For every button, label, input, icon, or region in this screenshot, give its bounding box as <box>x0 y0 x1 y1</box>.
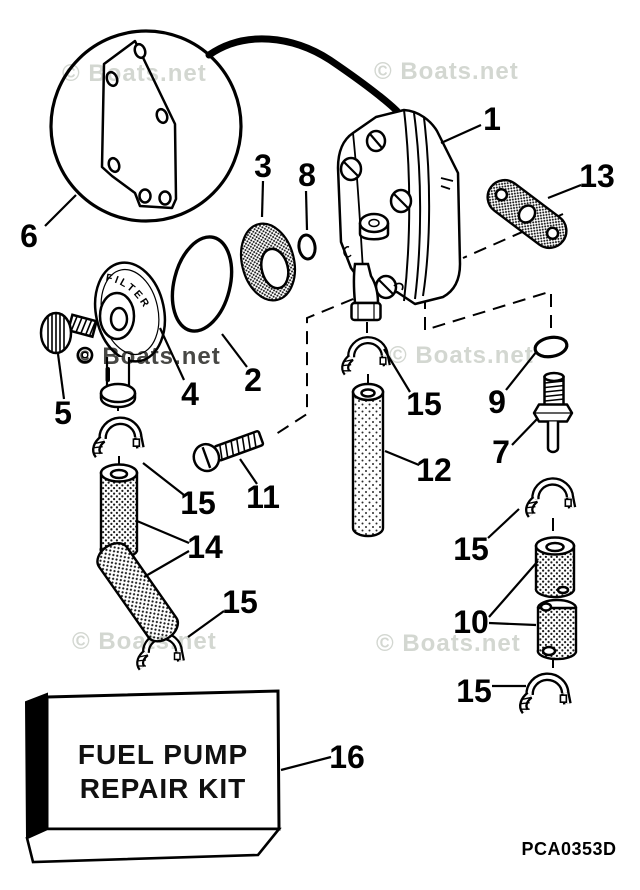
callout-6: 6 <box>20 218 38 254</box>
kit-box-line1: FUEL PUMP <box>78 739 248 770</box>
watermark-mid-left: © Boats.net <box>76 343 221 370</box>
mounting-screw-11 <box>192 430 265 473</box>
fuel-pump-assembly-1 <box>336 108 462 322</box>
watermark-top-left: © Boats.net <box>62 60 207 87</box>
mesh-hose-10-lower <box>536 598 578 661</box>
detail-balloon <box>49 29 401 223</box>
mesh-hose-14-upper <box>99 463 139 559</box>
clamp-15-a <box>93 421 141 456</box>
pump-gasket-13 <box>486 178 568 250</box>
watermark-top-right: © Boats.net <box>374 58 519 85</box>
clamp-15-c <box>526 481 572 515</box>
clamp-15-e <box>520 677 568 712</box>
balloon-circle <box>49 29 243 223</box>
callout-14: 14 <box>187 529 223 565</box>
callout-15-e: 15 <box>456 673 492 709</box>
o-ring-9 <box>533 335 569 359</box>
callout-1: 1 <box>483 101 501 137</box>
mesh-hose-10-upper <box>534 536 576 599</box>
dashed-line-gasket <box>462 213 564 259</box>
check-valve-7 <box>532 371 574 454</box>
pump-inlet-nipple <box>358 212 390 241</box>
callout-5: 5 <box>54 395 72 431</box>
clamp-15-b <box>342 340 387 373</box>
small-o-ring-8 <box>297 233 317 261</box>
pump-cover-screws <box>339 129 413 300</box>
callout-11: 11 <box>246 479 280 515</box>
dashed-line-screw-path <box>272 282 393 437</box>
cover-o-ring-2 <box>170 235 234 333</box>
callout-2: 2 <box>244 362 262 398</box>
callout-15-c: 15 <box>406 386 442 422</box>
kit-box-line2: REPAIR KIT <box>80 773 247 804</box>
assembly-dashed-lines <box>272 213 564 534</box>
callout-9: 9 <box>488 384 506 420</box>
callout-labels: 1 2 3 4 5 6 7 8 9 10 11 12 13 14 15 15 1… <box>20 101 615 775</box>
filter-screen-3 <box>239 222 297 302</box>
screw-5 <box>39 311 99 355</box>
callout-13: 13 <box>579 158 615 194</box>
callout-8: 8 <box>298 157 316 193</box>
callout-15-d: 15 <box>453 531 489 567</box>
callout-10: 10 <box>453 604 489 640</box>
callout-15-b: 15 <box>222 584 258 620</box>
callout-leader-lines <box>44 123 582 772</box>
callout-7: 7 <box>492 434 510 470</box>
callout-3: 3 <box>254 148 272 184</box>
pump-outlet-elbow <box>350 262 382 322</box>
fuel-hose-12 <box>351 382 385 538</box>
callout-15-a: 15 <box>180 485 216 521</box>
dashed-line-valve-path <box>424 291 550 332</box>
washer-ring <box>76 346 94 364</box>
watermark-bottom-left: © Boats.net <box>72 628 217 655</box>
diaphragm-gasket-6 <box>100 39 178 210</box>
callout-12: 12 <box>416 452 452 488</box>
watermark-bottom-right: © Boats.net <box>376 630 521 657</box>
watermark-mid-right: © Boats.net <box>389 342 534 369</box>
filter-cover-4: FILTER <box>93 261 167 409</box>
balloon-hose-arc <box>205 35 401 115</box>
repair-kit-box-16: FUEL PUMP REPAIR KIT <box>24 689 282 864</box>
mesh-hose-14-lower <box>96 541 180 643</box>
callout-16: 16 <box>329 739 365 775</box>
watermarks: © Boats.net © Boats.net © Boats.net © Bo… <box>62 58 534 657</box>
callout-4: 4 <box>181 376 199 412</box>
diagram-part-code: PCA0353D <box>521 839 616 859</box>
